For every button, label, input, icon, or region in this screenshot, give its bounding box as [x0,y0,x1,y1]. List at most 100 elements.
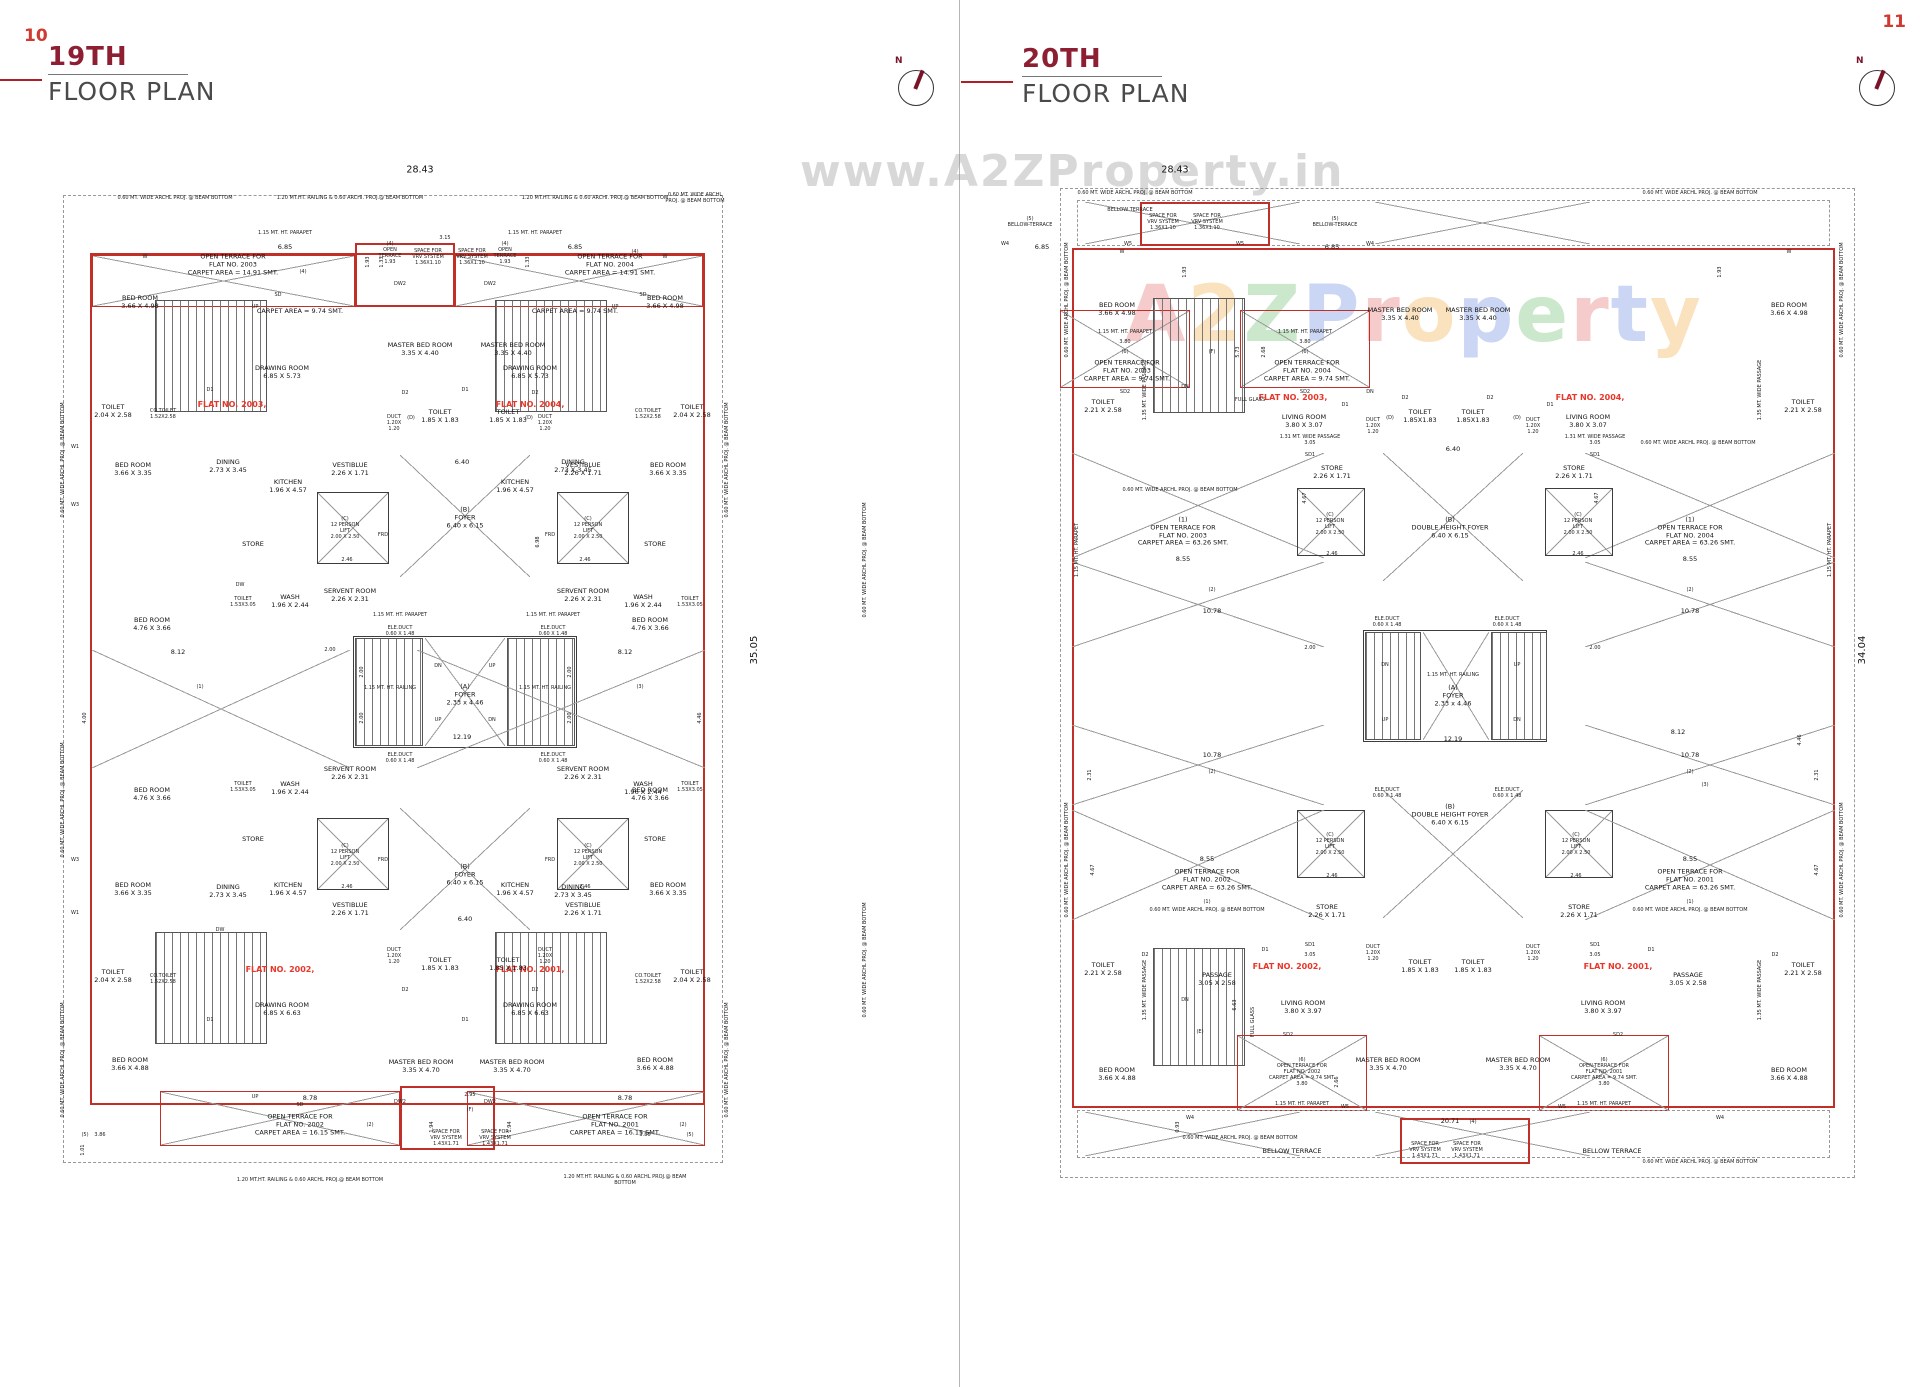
plan-label: 1.31 MT. WIDE PASSAGE 3.05 [1279,434,1341,446]
watermark-logo-letter: t [1610,270,1650,360]
plan-label: SD1 [1304,942,1316,948]
plan-box [317,818,389,890]
plan-label: D2 [401,987,409,993]
plan-label: 2.46 [341,884,353,890]
plan-label: 6.40 [454,458,470,467]
plan-label: (2) [1208,587,1216,593]
north-compass-icon: N [1856,56,1895,106]
plan-label: 2.46 [1326,873,1338,879]
plan-box [160,1091,400,1146]
plan-label: BED ROOM 3.66 X 4.98 [1770,301,1808,317]
plan-label: 35.05 [749,635,760,665]
plan-label: DUCT 1.20X 1.20 [1525,417,1541,435]
plan-label: W5 [1340,1104,1350,1110]
plan-label: 10.78 [1202,751,1222,760]
plan-label: 6.98 [535,536,541,548]
plan-label: MASTER BED ROOM 3.35 X 4.40 [1367,306,1433,322]
plan-label: (F) [466,1107,474,1113]
plan-label: ELE.DUCT 0.60 X 1.48 [1372,616,1402,628]
plan-label: FLAT NO. 2004, [1555,393,1625,403]
plan-label: 2.66 [1334,1076,1340,1088]
plan-label: STORE 2.26 X 1.71 [1560,903,1598,919]
plan-label: (1) OPEN TERRACE FOR FLAT NO. 2004 CARPE… [1644,515,1736,547]
plan-label: SPACE FOR VRV SYSTEM 1.43X1.71 [479,1129,511,1147]
plan-label: UP [611,304,619,310]
plan-label: 0.60 MT. WIDE ARCHL PROJ. @ BEAM BOTTOM [862,502,868,618]
plan-label: SD [296,1102,304,1108]
plan-label: LIVING ROOM 3.80 X 3.07 [1565,413,1611,429]
plan-label: 2.95 [464,1092,476,1098]
plan-label: SD1 [1589,452,1601,458]
plan-label: 0.60 MT. WIDE ARCHL PROJ. @ BEAM BOTTOM [1122,487,1238,493]
plan-label: 1.33 [525,256,531,268]
plan-box [63,195,723,1163]
plan-label: OPEN TERRACE FOR FLAT NO. 2001 CARPET AR… [1644,867,1736,891]
plan-label: 4.67 [1814,864,1820,876]
plan-box [1072,562,1324,647]
plan-label: VESTIBLUE 2.26 X 1.71 [331,901,369,917]
plan-label: TOILET 1.85 X 1.83 [1454,958,1492,974]
plan-label: 1.93 [1717,266,1723,278]
plan-label: W5 [1557,1104,1567,1110]
plan-label: (C) 12 PERSON LIFT 2.00 X 2.50 [330,516,360,540]
plan-label: FULL GLASS [1250,1006,1256,1038]
plan-label: (C) 12 PERSON LIFT 2.00 X 2.50 [1315,512,1345,536]
plan-label: SD1 [1589,942,1601,948]
plan-label: 1.35 MT. WIDE PASSAGE [1757,359,1763,421]
plan-box [1140,202,1270,246]
plan-label: TOILET 1.85 X 1.83 [1401,958,1439,974]
plan-label: UP [1381,717,1389,723]
plan-box [1539,1035,1669,1111]
plan-label: 3.15 [439,235,451,241]
plan-label: DUCT 1.20X 1.20 [1365,417,1381,435]
plan-label: D1 [461,387,469,393]
plan-label: 2.31 [1087,769,1093,781]
plan-box [1153,298,1245,413]
plan-box [155,932,267,1044]
plan-label: UP [251,1094,259,1100]
header-accent-line [0,79,42,81]
plan-label: (6) OPEN TERRACE FOR FLAT NO. 2002 CARPE… [1268,1057,1336,1087]
plan-label: (C) 12 PERSON LIFT 2.00 X 2.50 [1563,512,1593,536]
plan-label: DINING 2.73 X 3.45 [554,883,592,899]
plan-box [417,650,705,768]
plan-label: BELLOW TERRACE [1262,1147,1322,1156]
plan-label: TOILET 1.53X3.05 [230,596,256,608]
plan-label: D1 [1261,947,1269,953]
plan-box [1545,488,1613,556]
plan-label: TOILET 1.85 X 1.83 [421,408,459,424]
compass-needle [913,69,925,90]
plan-label: BED ROOM 3.66 X 3.35 [649,461,687,477]
plan-label: SD2 [1119,389,1131,395]
plan-label: TOILET 1.85 X 1.83 [489,956,527,972]
plan-label: DRAWING ROOM 6.85 X 5.73 [254,364,310,380]
plan-label: (C) 12 PERSON LIFT 2.00 X 2.50 [1561,832,1591,856]
plan-label: FLAT NO. 2001, [1583,962,1653,972]
page-number-left: 10 [24,26,48,46]
plan-label: 4.00 [82,712,88,724]
plan-label: 2.00 [567,712,573,724]
plan-box [1072,810,1324,920]
plan-box [400,1086,495,1150]
plan-label: (D) [525,415,533,421]
plan-label: BED ROOM 3.66 X 3.35 [114,881,152,897]
watermark-logo-letter: r [1570,270,1611,360]
plan-label: STORE [644,835,666,844]
plan-label: (C) 12 PERSON LIFT 2.00 X 2.50 [573,843,603,867]
plan-label: VESTIBLUE 2.26 X 1.71 [564,901,602,917]
plan-label: 3.05 [1304,952,1316,958]
plan-label: DN [488,717,496,723]
floor-subtitle: FLOOR PLAN [1022,79,1190,108]
plan-label: 2.00 [1304,645,1316,651]
plan-label: 0.60 MT. WIDE ARCHL PROJ. @ BEAM BOTTOM [1839,242,1845,358]
plan-label: 0.60 MT. WIDE ARCHL PROJ. @ BEAM BOTTOM [60,402,66,518]
plan-label: CO.TOILET 1.52X2.58 [149,408,177,420]
plan-label: SPACE FOR VRV SYSTEM 1.43X1.71 [1451,1141,1483,1159]
plan-label: (4) OPEN TERRACE 1.93 [493,241,517,265]
plan-label: SD2 [1612,1032,1624,1038]
plan-box [1072,453,1324,558]
plan-label: 2.00 [359,712,365,724]
plan-box [1383,790,1523,918]
plan-label: DRAWING ROOM 6.85 X 5.73 [502,364,558,380]
plan-label: (1) [1686,899,1694,905]
